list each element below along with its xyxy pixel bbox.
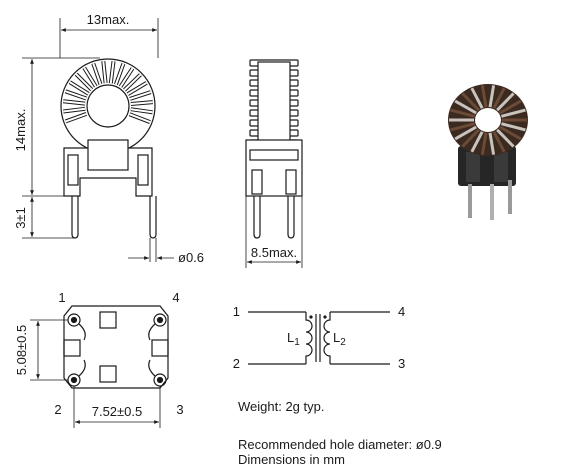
winding-turn [127, 81, 148, 96]
front-right-pad [137, 154, 149, 186]
toroid-winding [62, 60, 153, 124]
front-lead-right [149, 196, 157, 239]
photo-wire-turn [499, 125, 522, 141]
photo-pin-center [490, 184, 494, 220]
side-view [245, 59, 303, 239]
winding-turn [65, 90, 87, 100]
photo-wire-turn [470, 131, 484, 153]
photo-wire-turn [488, 85, 496, 108]
photo-wire-turn [480, 132, 488, 155]
bottom-pad-right [151, 339, 169, 357]
schematic-pin-4: 4 [398, 304, 405, 319]
photo-pin-left [468, 184, 472, 218]
side-lead-left [253, 196, 261, 239]
side-pad-left [251, 169, 263, 195]
schematic-pin-1: 1 [233, 304, 240, 319]
hole-diameter-note: Recommended hole diameter: ø0.9 [238, 437, 442, 452]
winding-turn [83, 67, 97, 88]
dot-l1 [309, 315, 313, 319]
inductor-l2-label: L2 [333, 330, 346, 348]
front-left-pad [67, 154, 79, 186]
photo-wire-turn [499, 99, 522, 115]
bottom-pin-3-label: 3 [176, 402, 183, 417]
winding-turn [63, 107, 86, 113]
units-note: Dimensions in mm [238, 452, 345, 467]
photo-toroid-hole [475, 108, 501, 132]
photo-wire-turn [501, 122, 526, 132]
toroid-inner [86, 84, 130, 128]
bottom-dimensions [30, 319, 161, 428]
lead-length-label: 3±1 [13, 207, 28, 229]
coil-l2 [323, 312, 331, 364]
winding-turn [65, 112, 87, 123]
depth-label: 8.5max. [251, 245, 297, 260]
side-pad-right [285, 169, 297, 195]
photo-wire-turn [450, 122, 475, 132]
product-photo [448, 84, 528, 220]
photo-wire-turn [492, 87, 506, 109]
photo-wire-turn [461, 92, 480, 112]
pin-diameter-label: ø0.6 [178, 250, 204, 265]
front-dimensions [22, 18, 174, 262]
bottom-pad-bottom [99, 365, 117, 383]
winding-turn [119, 67, 134, 88]
side-dimensions [245, 196, 303, 268]
photo-wire-turn [480, 85, 488, 108]
photo-wire-turn [450, 108, 475, 118]
winding-turn [130, 101, 153, 105]
winding-turn [129, 91, 152, 100]
front-lead-left [71, 196, 79, 239]
winding-turn [92, 63, 102, 85]
bottom-pin-4-label: 4 [172, 290, 179, 305]
photo-wire-turn [470, 87, 484, 109]
bottom-pin-2-label: 2 [54, 402, 61, 417]
dot-l2 [323, 315, 327, 319]
schematic [248, 311, 390, 365]
side-lead-right [287, 196, 295, 239]
winding-turn [130, 108, 153, 114]
side-base-rib [249, 149, 299, 161]
winding-turn [102, 61, 107, 84]
winding-turn [109, 61, 115, 84]
photo-wire-turn [501, 108, 526, 118]
bottom-pad-left [63, 339, 81, 357]
weight-note: Weight: 2g typ. [238, 399, 325, 414]
winding-turn [63, 100, 86, 105]
width-label: 13max. [87, 12, 130, 27]
schematic-pin-3: 3 [398, 356, 405, 371]
photo-wire-turn [461, 128, 480, 148]
winding-turn [69, 81, 90, 95]
photo-pin-right [508, 180, 512, 214]
bottom-pin-ring-4 [153, 313, 167, 327]
front-view [60, 58, 157, 239]
coil-l1 [305, 312, 313, 364]
horizontal-pitch-label: 7.52±0.5 [92, 404, 143, 419]
photo-wire-turn [488, 132, 496, 155]
front-base [63, 147, 153, 197]
vertical-pitch-label: 5.08±0.5 [14, 325, 29, 376]
toroid-outer [60, 58, 156, 154]
photo-wire-turn [496, 128, 515, 148]
height-label: 14max. [13, 109, 28, 152]
photo-wire-turn [454, 99, 477, 115]
bottom-pin-1-label: 1 [58, 290, 65, 305]
photo-wire-turn [492, 131, 506, 153]
winding-turn [114, 63, 125, 85]
schematic-pin-2: 2 [233, 356, 240, 371]
winding-turn [129, 113, 151, 124]
photo-copper-winding [449, 85, 527, 155]
bottom-view [63, 305, 169, 389]
photo-wire-turn [454, 125, 477, 141]
front-center-block [87, 139, 129, 171]
winding-turn [75, 73, 93, 91]
winding-turn [123, 73, 142, 91]
bottom-pad-top [99, 311, 117, 329]
photo-wire-turn [496, 92, 515, 112]
side-base [245, 139, 303, 197]
inductor-l1-label: L1 [287, 330, 300, 348]
